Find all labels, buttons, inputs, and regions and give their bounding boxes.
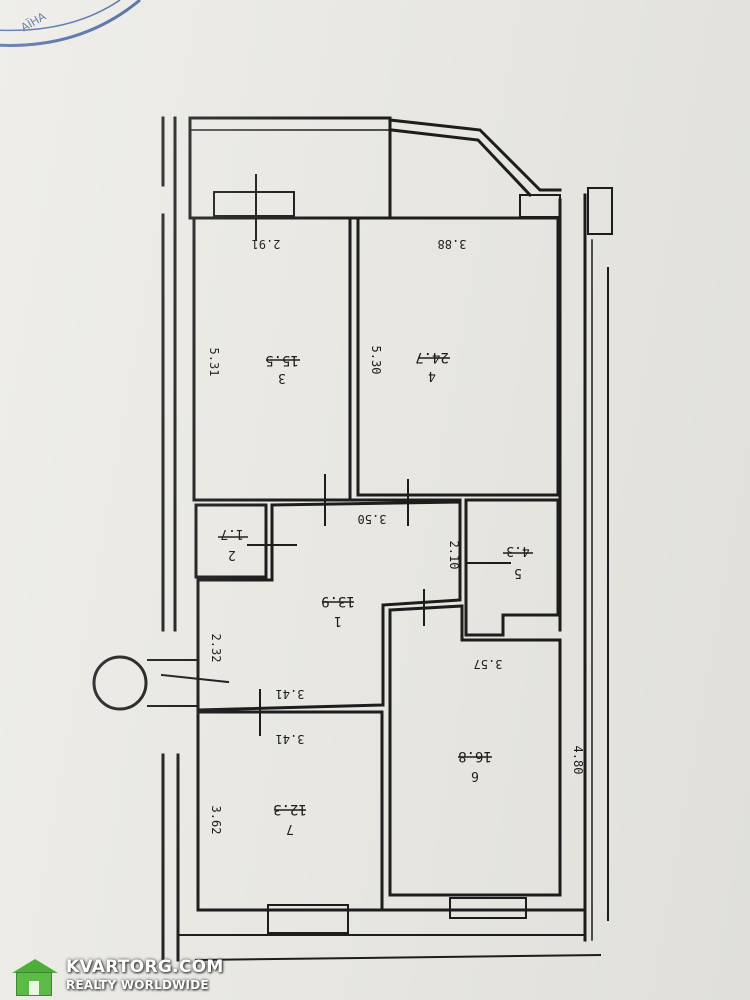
room-5-area: 4.3 — [506, 543, 529, 558]
house-logo-icon — [10, 959, 58, 996]
room-7-area: 12.3 — [273, 801, 307, 817]
room-1-outline — [196, 500, 462, 712]
room-7-length: 3.62 — [209, 806, 223, 835]
room-3-length: 5.31 — [207, 348, 221, 377]
room-1-area: 13.9 — [321, 593, 355, 609]
room-1-length: 2.32 — [209, 634, 223, 663]
room-4-width: 3.88 — [438, 237, 467, 251]
room-4-area: 24.7 — [415, 349, 449, 365]
balcony — [188, 116, 392, 241]
room-6-outline — [388, 604, 562, 897]
room-3-width: 2.91 — [252, 237, 281, 251]
staircase-circle — [92, 655, 148, 711]
room-2-outline — [194, 503, 268, 579]
room-1-number: 1 — [334, 613, 342, 628]
room-4-number: 4 — [428, 368, 436, 383]
room-1-top-dim: 3.50 — [358, 512, 387, 526]
room-2-number: 2 — [228, 547, 236, 562]
dimension-ticks — [247, 474, 511, 736]
room-4-outline — [356, 216, 560, 497]
room-6-width: 3.57 — [474, 657, 503, 671]
room-6-length: 4.80 — [571, 746, 585, 775]
room-7-width: 3.41 — [276, 732, 305, 746]
room-1-bottom-dim: 3.41 — [276, 687, 305, 701]
stamp: АЇНА — [0, 0, 141, 47]
right-exterior-wall — [558, 193, 609, 942]
watermark-name: KVARTORG.COM — [66, 957, 224, 977]
left-exterior-wall — [161, 116, 180, 962]
watermark: KVARTORG.COM REALTY WORLDWIDE — [6, 955, 246, 997]
room-6-area: 16.8 — [458, 748, 492, 764]
room-5-outline — [464, 498, 560, 637]
room-5-length: 2.10 — [447, 541, 461, 570]
bottom-exterior-wall — [177, 897, 602, 962]
room-7-number: 7 — [286, 821, 294, 836]
watermark-tagline: REALTY WORLDWIDE — [66, 978, 209, 992]
entrance — [92, 655, 230, 711]
stamp-text: АЇНА — [19, 10, 49, 35]
room-2-area: 1.7 — [220, 526, 243, 541]
room-6-number: 6 — [471, 768, 479, 783]
room-3-number: 3 — [278, 370, 286, 385]
room-5-number: 5 — [514, 565, 522, 580]
room-4-length: 5.30 — [369, 346, 383, 375]
